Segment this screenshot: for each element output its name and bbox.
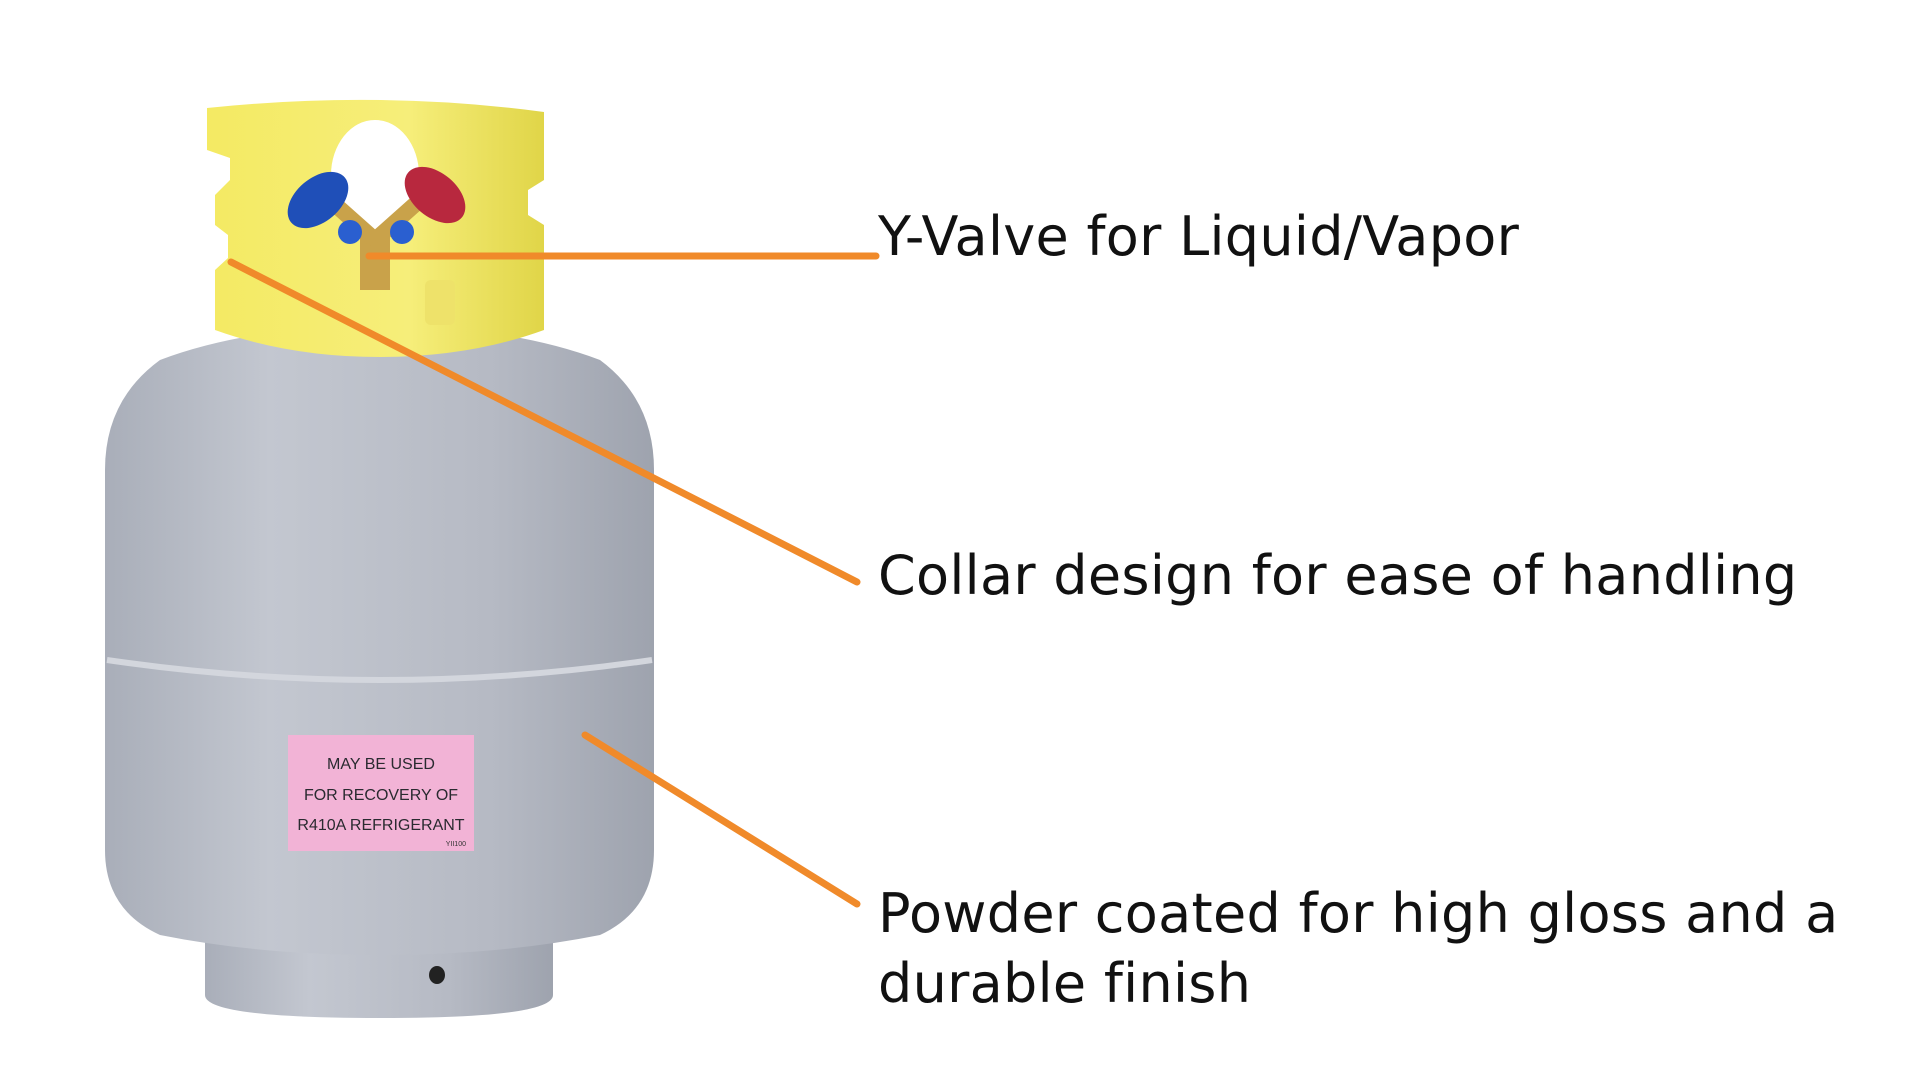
callout-collar: Collar design for ease of handling [878, 544, 1798, 607]
refrigerant-label: MAY BE USED FOR RECOVERY OF R410A REFRIG… [288, 735, 474, 851]
label-line: MAY BE USED [327, 756, 435, 773]
callout-y-valve: Y-Valve for Liquid/Vapor [878, 205, 1520, 268]
callout-powder-coated: Powder coated for high gloss and a durab… [878, 879, 1838, 1019]
blue-valve-handle-icon [287, 171, 349, 229]
label-line: FOR RECOVERY OF [304, 787, 458, 804]
cylinder-body [105, 326, 654, 955]
label-code: YII100 [446, 841, 466, 848]
callout-line-text: durable finish [878, 952, 1252, 1015]
cylinder-seam [106, 657, 653, 683]
callout-line-coating [581, 731, 861, 908]
y-valve [287, 166, 466, 325]
callout-line-collar [227, 258, 861, 586]
label-line: R410A REFRIGERANT [297, 817, 464, 834]
callout-line-text: Powder coated for high gloss and a [878, 882, 1839, 945]
red-valve-handle-icon [404, 166, 466, 224]
collar [207, 99, 544, 358]
